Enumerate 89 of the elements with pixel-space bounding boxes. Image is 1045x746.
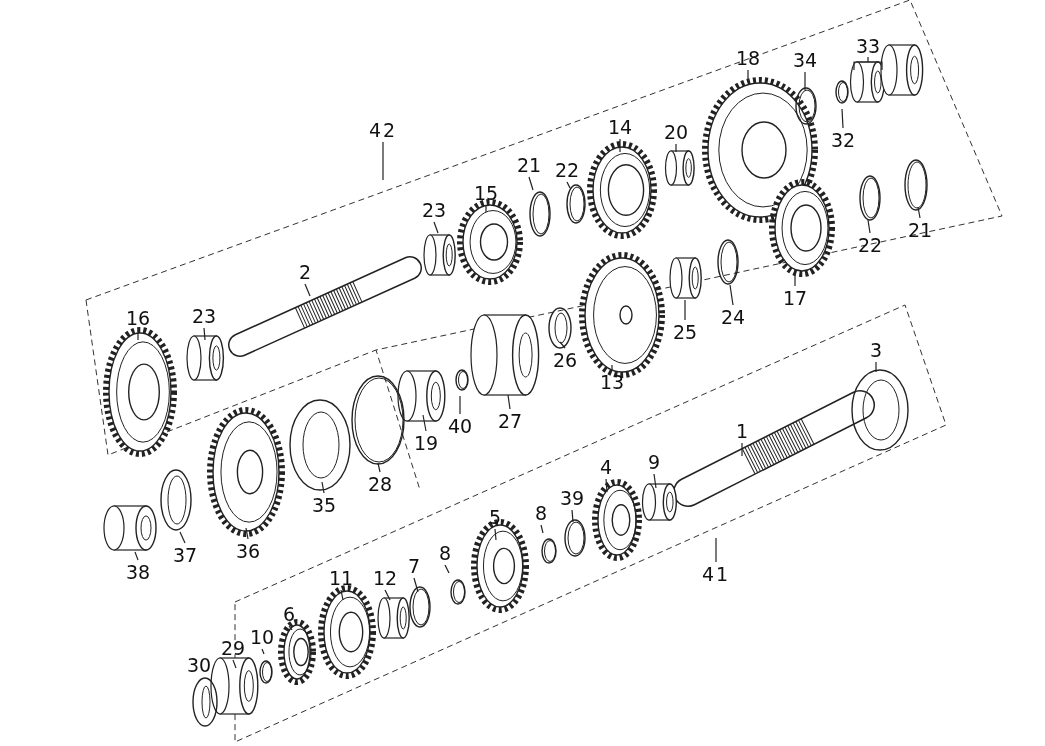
callout-number: 41 <box>700 564 732 584</box>
callout-number: 5 <box>487 507 503 527</box>
leader-line <box>804 71 806 91</box>
leader-line <box>494 528 497 541</box>
callout-number: 3 <box>868 340 884 360</box>
callout-number: 33 <box>854 36 882 56</box>
leader-line <box>459 395 461 415</box>
leader-line <box>340 589 344 601</box>
leader-line <box>203 327 206 341</box>
leader-line <box>875 361 877 373</box>
callout-number: 29 <box>219 638 247 658</box>
callout-number: 1 <box>734 421 750 441</box>
leader-line <box>867 219 871 234</box>
leader-line <box>134 551 139 561</box>
callout-number: 13 <box>598 372 626 392</box>
callout-number: 25 <box>671 322 699 342</box>
leader-line <box>566 181 571 189</box>
leader-line <box>675 143 677 153</box>
callout-number: 8 <box>437 543 453 563</box>
leader-line <box>261 648 265 655</box>
callout-number: 11 <box>327 568 355 588</box>
leader-line <box>794 269 796 287</box>
leader-line <box>382 141 384 181</box>
leader-line <box>304 283 311 297</box>
callout-number: 40 <box>446 416 474 436</box>
callout-number: 23 <box>190 306 218 326</box>
leader-line <box>179 531 186 544</box>
leader-line <box>605 478 608 493</box>
callout-number: 36 <box>234 541 262 561</box>
callout-number: 30 <box>185 655 213 675</box>
leader-line <box>433 221 439 234</box>
callout-number: 4 <box>598 457 614 477</box>
leader-line <box>422 414 427 432</box>
callout-number: 27 <box>496 411 524 431</box>
callout-number: 28 <box>366 474 394 494</box>
callout-number: 18 <box>734 48 762 68</box>
callout-number: 42 <box>367 120 399 140</box>
callout-number: 19 <box>412 433 440 453</box>
leader-line <box>571 509 574 523</box>
leader-line <box>715 537 717 563</box>
leader-line <box>747 69 749 83</box>
callout-number: 16 <box>124 308 152 328</box>
leader-line <box>507 394 511 410</box>
leader-line <box>232 659 237 669</box>
callout-number: 14 <box>606 117 634 137</box>
leader-line <box>384 589 391 601</box>
callout-number: 22 <box>856 235 884 255</box>
callout-number: 38 <box>124 562 152 582</box>
callout-number: 32 <box>829 130 857 150</box>
callout-number: 34 <box>791 50 819 70</box>
leader-line <box>540 524 544 534</box>
callout-number: 21 <box>515 155 543 175</box>
leader-line <box>729 284 734 306</box>
callout-number: 10 <box>248 627 276 647</box>
leader-line <box>653 473 657 489</box>
leader-line <box>288 625 293 631</box>
leader-line <box>684 299 686 321</box>
leader-line <box>559 341 566 349</box>
callout-number: 6 <box>281 604 297 624</box>
leader-line <box>528 176 534 191</box>
leader-line <box>611 364 613 371</box>
callout-number: 37 <box>171 545 199 565</box>
callout-number: 20 <box>662 122 690 142</box>
callout-number: 9 <box>646 452 662 472</box>
callout-number: 39 <box>558 488 586 508</box>
leader-line <box>444 564 450 574</box>
callout-number: 21 <box>906 220 934 240</box>
leader-line <box>841 108 844 129</box>
callout-number: 12 <box>371 568 399 588</box>
leader-line <box>619 138 621 153</box>
callout-number: 17 <box>781 288 809 308</box>
callout-number: 7 <box>406 556 422 576</box>
leader-line <box>917 206 921 219</box>
callout-number: 2 <box>297 262 313 282</box>
leader-line <box>853 56 883 71</box>
callout-number: 15 <box>472 183 500 203</box>
callout-number: 8 <box>533 503 549 523</box>
leader-line <box>377 462 381 473</box>
callout-number: 35 <box>310 495 338 515</box>
callout-number: 26 <box>551 350 579 370</box>
leader-line <box>245 527 249 540</box>
callout-number: 22 <box>553 160 581 180</box>
leader-line <box>137 329 139 341</box>
callout-number: 23 <box>420 200 448 220</box>
leader-line <box>413 577 419 593</box>
callout-number: 24 <box>719 307 747 327</box>
leader-line <box>741 442 743 457</box>
leader-line <box>485 204 487 213</box>
leader-line <box>321 481 325 494</box>
